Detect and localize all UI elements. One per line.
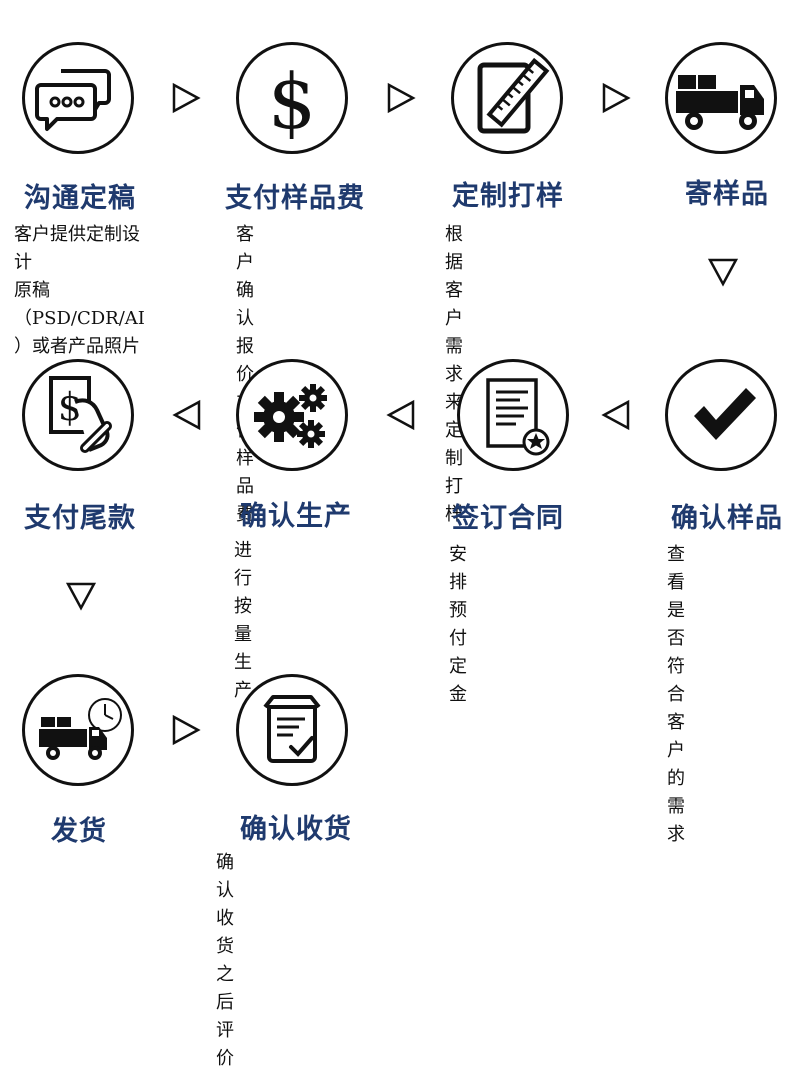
arrow-down-icon (66, 580, 96, 612)
receipt-icon-circle (236, 674, 348, 786)
receipt-check-icon (263, 695, 321, 763)
truck-icon-circle (665, 42, 777, 154)
arrow-right-icon (171, 82, 201, 114)
step-description: 根据客户需求来 定制打样 (445, 224, 463, 525)
checkmark-icon (694, 388, 756, 440)
arrow-down-icon (708, 256, 738, 288)
svg-text:$: $ (268, 57, 316, 146)
step-description: 查看是否符合 客户的需求 (667, 544, 685, 845)
step-title: 定制打样 (452, 181, 564, 212)
arrow-left-icon (601, 399, 631, 431)
step-title: 支付尾款 (24, 503, 136, 534)
step-title: 发货 (51, 816, 107, 847)
tablet-icon-circle (451, 42, 563, 154)
chat-bubbles-icon (35, 69, 111, 131)
step-description: 客户提供定制设计 原稿（PSD/CDR/AI ）或者产品照片 (14, 224, 145, 357)
dollar-sign-icon: $ (268, 57, 316, 146)
step-title: 确认收货 (240, 814, 352, 845)
chat-icon-circle (22, 42, 134, 154)
gears-icon (254, 384, 327, 448)
arrow-left-icon (386, 399, 416, 431)
contract-icon-circle (457, 359, 569, 471)
step-title: 确认生产 (240, 501, 352, 532)
gears-icon-circle (236, 359, 348, 471)
hand-money-icon-circle: $ (22, 359, 134, 471)
arrow-left-icon (172, 399, 202, 431)
check-icon-circle (665, 359, 777, 471)
dollar-icon-circle: $ (236, 42, 348, 154)
hand-money-icon: $ (49, 376, 112, 453)
arrow-right-icon (171, 714, 201, 746)
step-description: 确认收货之后评价 (216, 852, 234, 1069)
step-title: 确认样品 (671, 503, 783, 534)
step-title: 支付样品费 (225, 183, 365, 214)
delivery-truck-icon (676, 75, 764, 130)
tablet-ruler-icon (477, 57, 550, 134)
step-description: 进行按量生产 (234, 540, 252, 701)
truck-clock-icon-circle (22, 674, 134, 786)
step-title: 签订合同 (452, 503, 564, 534)
step-description: 安排预付定金 (449, 544, 467, 705)
step-title: 沟通定稿 (24, 183, 136, 214)
step-title: 寄样品 (685, 179, 769, 210)
arrow-right-icon (601, 82, 631, 114)
truck-clock-icon (39, 698, 122, 760)
contract-seal-icon (486, 378, 550, 456)
arrow-right-icon (386, 82, 416, 114)
